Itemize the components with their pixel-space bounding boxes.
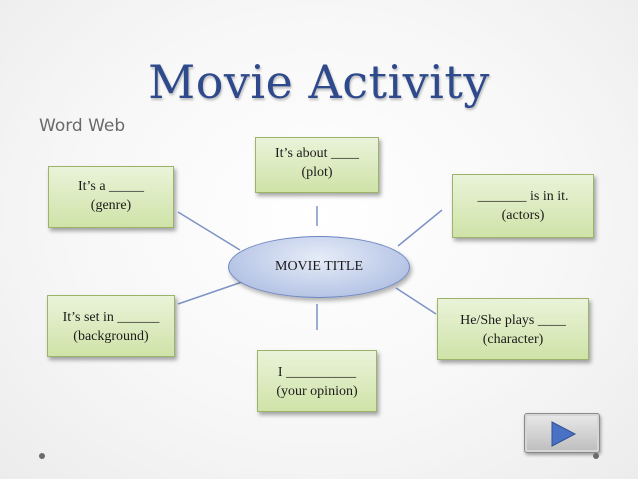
node-character-prompt: He/She plays ____ bbox=[460, 313, 566, 328]
node-plot-prompt: It’s about ____ bbox=[275, 146, 359, 161]
node-opinion-hint: (your opinion) bbox=[276, 384, 358, 399]
connector-character bbox=[395, 287, 437, 315]
slide-corner-dot-right bbox=[593, 453, 599, 459]
node-actors-prompt: _______ is in it. bbox=[477, 189, 569, 204]
node-actors-hint: (actors) bbox=[501, 208, 545, 223]
node-actors: _______ is in it. (actors) bbox=[452, 174, 594, 238]
node-opinion-prompt: I __________ bbox=[277, 365, 357, 380]
node-genre: It’s a _____ (genre) bbox=[48, 166, 174, 228]
slide-subtitle: Word Web bbox=[39, 116, 126, 136]
slide-corner-dot-left bbox=[39, 453, 45, 459]
connector-genre bbox=[177, 211, 241, 251]
node-genre-hint: (genre) bbox=[90, 198, 132, 213]
slide-title: Movie Activity bbox=[148, 55, 490, 109]
node-background-prompt: It’s set in ______ bbox=[62, 310, 160, 325]
next-slide-button[interactable] bbox=[524, 413, 600, 453]
center-node: MOVIE TITLE bbox=[228, 236, 410, 298]
node-character: He/She plays ____ (character) bbox=[437, 298, 589, 360]
node-background: It’s set in ______ (background) bbox=[47, 295, 175, 357]
connector-actors bbox=[397, 209, 443, 247]
node-genre-prompt: It’s a _____ bbox=[77, 179, 145, 194]
play-triangle-icon bbox=[551, 421, 577, 447]
node-opinion: I __________ (your opinion) bbox=[257, 350, 377, 412]
connector-background bbox=[177, 281, 243, 305]
node-plot: It’s about ____ (plot) bbox=[255, 137, 379, 193]
node-character-hint: (character) bbox=[482, 332, 544, 347]
node-background-hint: (background) bbox=[73, 329, 149, 344]
node-plot-hint: (plot) bbox=[301, 165, 333, 180]
